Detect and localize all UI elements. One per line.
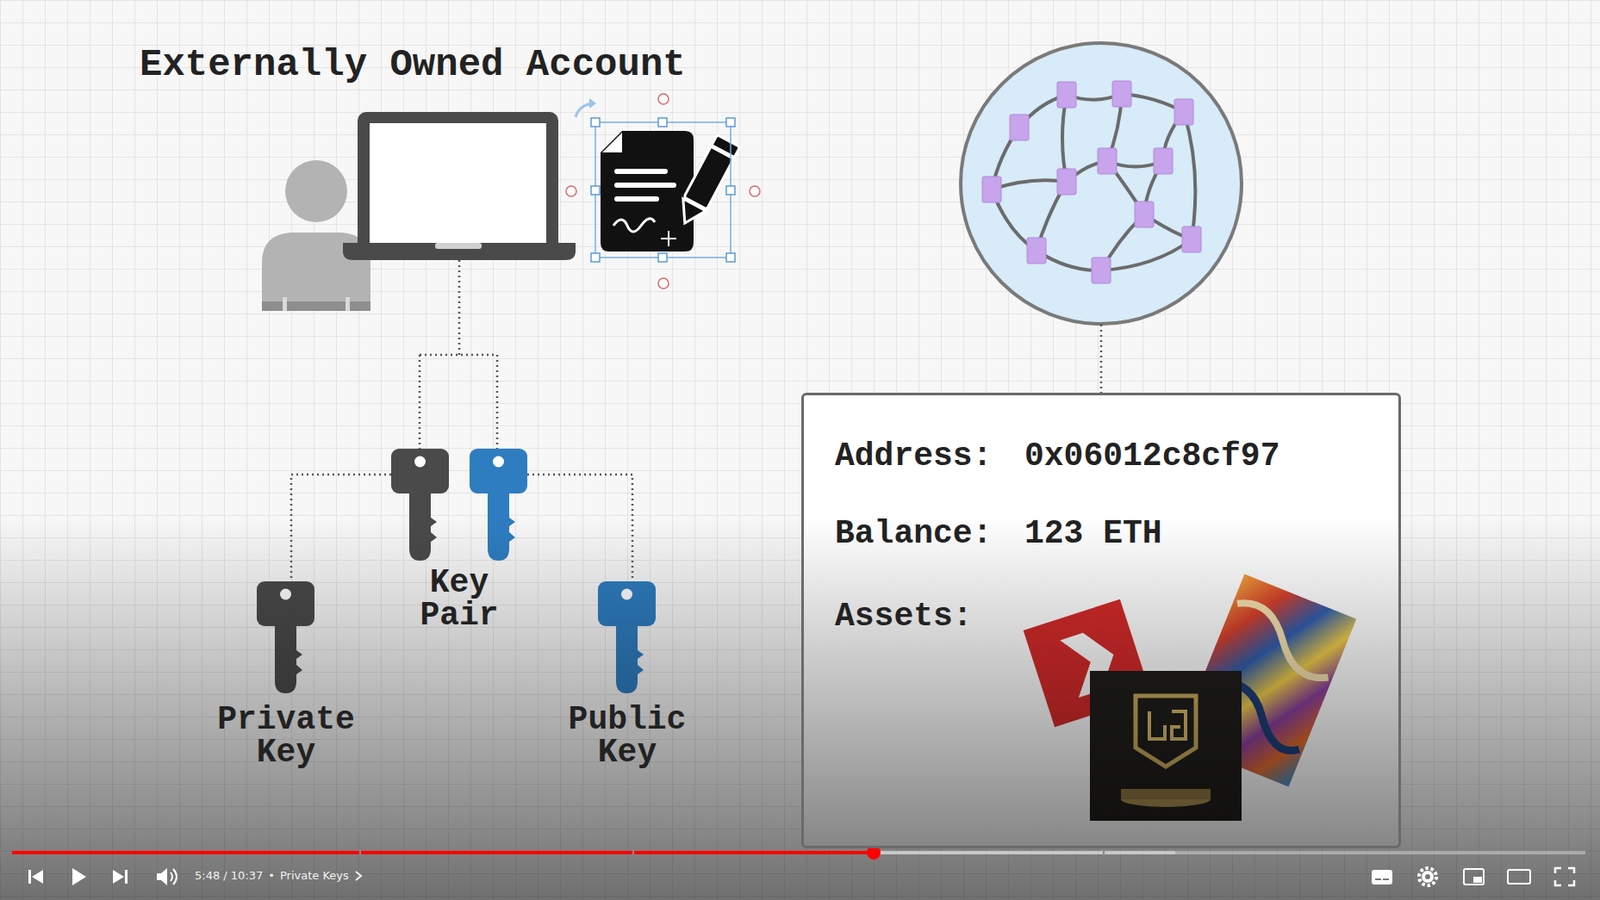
diagram-title: Externally Owned Account <box>139 43 686 87</box>
person-icon <box>261 160 371 312</box>
player-shade <box>0 516 1600 900</box>
time-display: 5:48 / 10:37 <box>194 869 263 883</box>
chapter-title: Private Keys <box>280 869 349 883</box>
dotted-connector <box>291 474 392 582</box>
field-name: Address: <box>834 437 992 475</box>
field-name: Assets: <box>834 597 973 636</box>
field-name: Balance: <box>834 515 992 553</box>
public-key: Public Key <box>554 581 711 777</box>
key-label: Public Key <box>554 703 701 770</box>
dotted-connector <box>527 474 633 582</box>
network-icon <box>960 43 1242 324</box>
chevron-icon <box>354 870 363 883</box>
key-label: Key Pair <box>403 566 516 633</box>
leader-line <box>1100 324 1103 393</box>
private-key: Private Key <box>212 581 370 777</box>
key-pair: Key Pair <box>391 448 528 636</box>
field-value: 0x06012c8cf97 <box>1024 437 1280 475</box>
separator: • <box>267 869 275 883</box>
leader-line <box>419 260 498 449</box>
account-box: Address: 0x06012c8cf97Balance: 123 ETH Asse… <box>801 392 1401 849</box>
key-label: Private Key <box>212 703 360 770</box>
document-icon <box>566 93 760 289</box>
laptop-icon <box>342 112 576 261</box>
field-value: 123 ETH <box>1024 515 1163 553</box>
player-controls <box>28 868 1575 886</box>
player-meta: 5:48 / 10:37 • Private Keys <box>194 869 363 883</box>
